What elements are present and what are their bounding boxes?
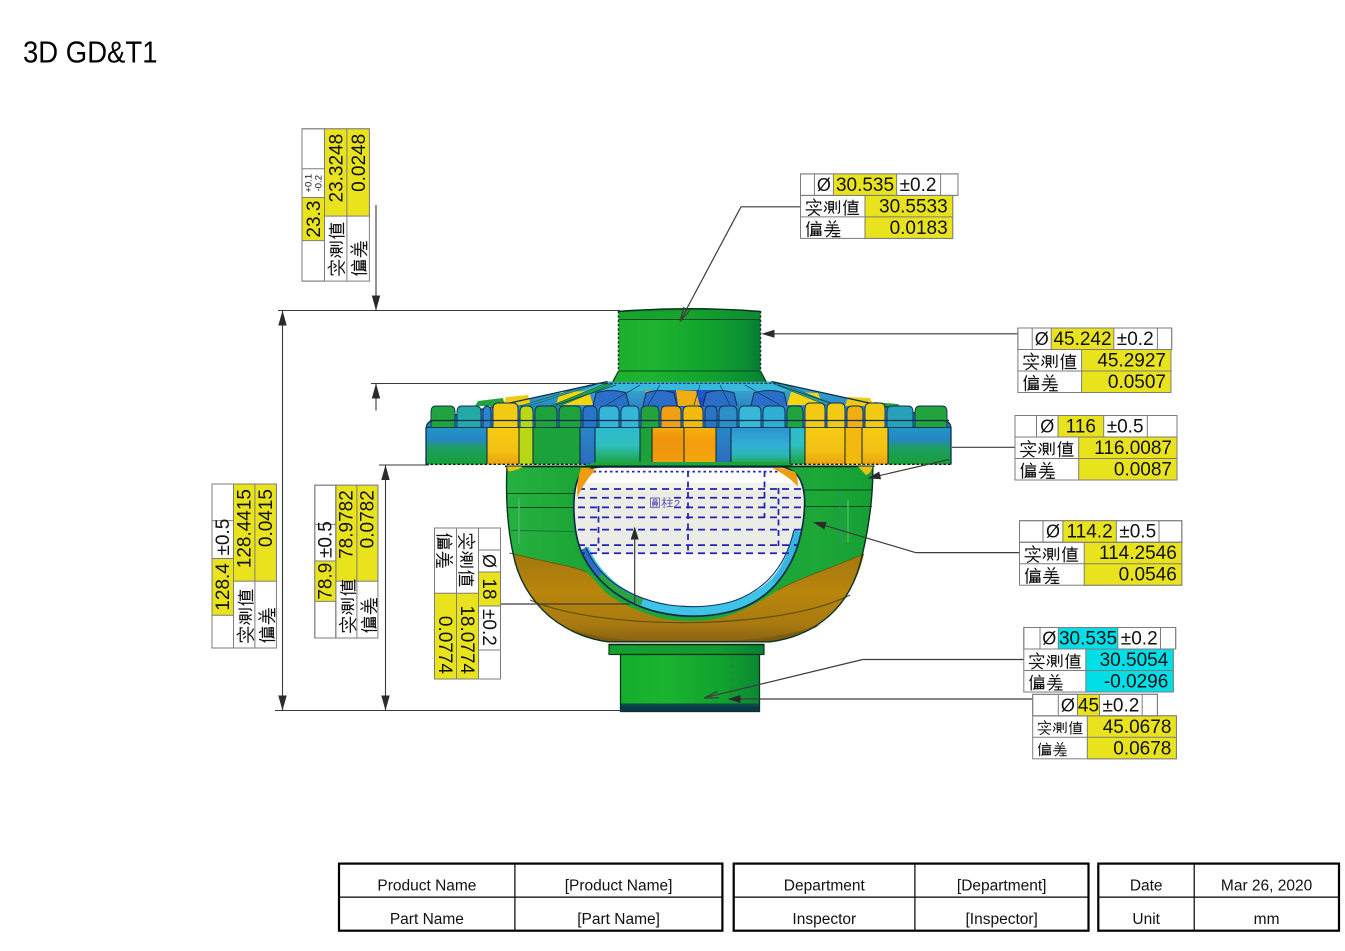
svg-text:±0.5: ±0.5 [213,519,234,556]
svg-text:Ø: Ø [1046,522,1060,542]
svg-text:0.0183: 0.0183 [890,218,948,239]
svg-text:30.535: 30.535 [1059,629,1117,650]
svg-text:114.2546: 114.2546 [1099,543,1177,564]
svg-text:-0.0296: -0.0296 [1104,672,1168,693]
svg-text:0.0507: 0.0507 [1108,372,1166,393]
svg-text:Product Name: Product Name [377,878,476,895]
svg-text:+0.1: +0.1 [304,174,315,193]
svg-text:-0.2: -0.2 [314,175,325,191]
svg-text:116.0087: 116.0087 [1094,438,1172,459]
svg-text:116: 116 [1066,417,1096,438]
svg-text:mm: mm [1254,911,1280,928]
svg-text:18: 18 [478,578,499,599]
svg-text:45: 45 [1078,695,1099,716]
svg-text:Unit: Unit [1132,911,1160,928]
svg-text:±0.5: ±0.5 [315,521,336,558]
svg-text:±0.2: ±0.2 [900,175,937,196]
svg-text:±0.2: ±0.2 [1121,629,1158,650]
svg-text:[Product Name]: [Product Name] [565,878,673,895]
svg-text:18.0774: 18.0774 [456,605,477,674]
svg-text:128.4415: 128.4415 [234,489,255,568]
svg-text:Department: Department [784,878,866,895]
svg-text:Inspector: Inspector [792,911,856,928]
svg-text:0.0087: 0.0087 [1114,460,1172,481]
svg-text:3D GD&T1: 3D GD&T1 [23,34,158,69]
svg-text:±0.2: ±0.2 [1103,695,1140,716]
svg-text:Ø: Ø [1040,417,1054,437]
svg-text:Ø: Ø [1061,695,1075,715]
svg-text:0.0774: 0.0774 [434,616,455,675]
svg-text:114.2: 114.2 [1067,522,1113,543]
svg-text:Ø: Ø [817,175,831,195]
svg-text:128.4: 128.4 [213,563,234,611]
svg-text:23.3248: 23.3248 [326,134,347,203]
svg-text:30.5054: 30.5054 [1100,650,1169,671]
svg-text:[Part Name]: [Part Name] [577,911,660,928]
svg-text:Part Name: Part Name [390,911,464,928]
svg-text:±0.2: ±0.2 [478,609,499,646]
svg-text:±0.2: ±0.2 [1117,329,1154,350]
svg-text:23.3: 23.3 [304,201,325,238]
svg-text:Mar 26, 2020: Mar 26, 2020 [1221,878,1313,895]
svg-text:0.0415: 0.0415 [256,489,277,547]
svg-text:±0.5: ±0.5 [1107,417,1144,438]
svg-text:78.9: 78.9 [315,563,336,600]
svg-text:0.0546: 0.0546 [1119,565,1177,586]
svg-text:Ø: Ø [1042,629,1056,649]
svg-text:2: 2 [674,499,680,511]
svg-text:45.0678: 45.0678 [1103,717,1172,738]
svg-text:45.242: 45.242 [1053,329,1111,350]
svg-text:0.0782: 0.0782 [357,490,378,548]
svg-text:±0.5: ±0.5 [1119,522,1156,543]
svg-text:0.0678: 0.0678 [1113,738,1171,759]
svg-text:Date: Date [1130,878,1163,895]
svg-text:Ø: Ø [479,554,499,568]
svg-text:30.535: 30.535 [836,175,894,196]
svg-text:45.2927: 45.2927 [1097,351,1166,372]
svg-text:0.0248: 0.0248 [349,134,370,192]
svg-text:[Inspector]: [Inspector] [966,911,1038,928]
svg-text:Ø: Ø [1035,329,1049,349]
svg-text:78.9782: 78.9782 [336,490,357,559]
svg-text:[Department]: [Department] [957,878,1047,895]
svg-text:30.5533: 30.5533 [879,196,948,217]
